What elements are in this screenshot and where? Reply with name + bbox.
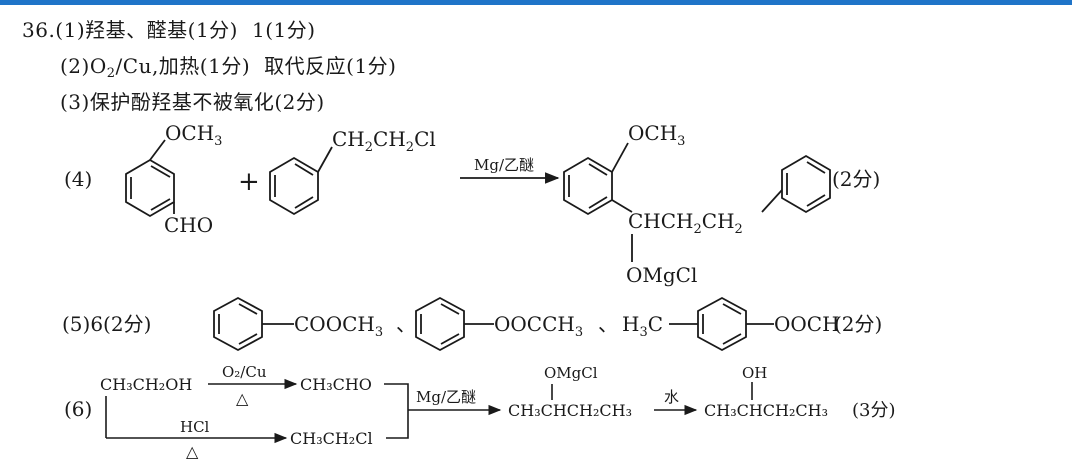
top-accent-bar <box>0 0 1072 5</box>
benzene-ring-reactant-2 <box>269 156 319 216</box>
q6-label: (6) <box>64 397 92 421</box>
q5-sep-1: 、 <box>396 312 416 336</box>
bond-och3 <box>149 139 166 161</box>
q4-score: (2分) <box>832 167 880 191</box>
q4-p-chain: CHCH2CH2 <box>628 209 743 237</box>
answer-line-1: 36.(1)羟基、醛基(1分) 1(1分) <box>22 14 316 43</box>
q6-delta-2: △ <box>186 442 199 461</box>
bond-product-phenyl <box>761 189 783 213</box>
benzene-ring-product-left <box>563 156 613 216</box>
bond-ch2-chain <box>317 146 333 173</box>
q4-label: (4) <box>64 167 92 191</box>
q6-reagent-hcl: HCl <box>180 418 210 436</box>
q3-text: 保护酚羟基不被氧化(2分) <box>89 90 325 114</box>
q6-intermediate: CH₃CHCH₂CH₃ <box>508 401 632 420</box>
q2-a: O <box>89 54 107 78</box>
q4-r1-cho: CHO <box>164 213 213 237</box>
q6-reagent-water: 水 <box>664 388 679 406</box>
benzene-ring-isomer-1 <box>213 296 263 352</box>
q6-acetaldehyde: CH₃CHO <box>300 375 372 394</box>
benzene-ring-product-right <box>781 154 831 214</box>
q4-plus: + <box>238 167 260 197</box>
q5-sep-2: 、 <box>598 312 618 336</box>
q6-oh: OH <box>742 364 767 382</box>
q4-r2-chain: CH2CH2Cl <box>332 127 436 155</box>
q6-omgcl: OMgCl <box>544 364 598 382</box>
q5-label: (5)6(2分) <box>62 312 151 336</box>
answer-line-3: (3)保护酚羟基不被氧化(2分) <box>60 86 325 115</box>
q5-isomer-3-prefix: H3C <box>622 312 663 340</box>
q2-prefix: (2) <box>60 54 90 78</box>
q4-r1-och3: OCH3 <box>165 121 222 149</box>
q5-isomer-3: OOCH <box>774 312 840 336</box>
q5-score: (2分) <box>834 312 882 336</box>
q1-text: 羟基、醛基(1分) <box>85 18 238 42</box>
bond-product-och3 <box>611 142 629 173</box>
q3-prefix: (3) <box>60 90 90 114</box>
q5-isomer-2: OOCCH3 <box>494 312 583 340</box>
q4-reagent: Mg/乙醚 <box>474 156 534 174</box>
q4-p-och3: OCH3 <box>628 121 685 149</box>
q6-chloroethane: CH₃CH₂Cl <box>290 429 373 448</box>
q6-score: (3分) <box>852 400 896 421</box>
benzene-ring-isomer-3 <box>697 296 747 352</box>
q4-p-omgcl: OMgCl <box>626 263 697 287</box>
bond-product-chain <box>611 199 633 213</box>
q2-extra: 取代反应(1分) <box>264 54 397 78</box>
q1-extra: 1(1分) <box>251 18 316 42</box>
q6-reagent-oxidation: O₂/Cu <box>222 363 267 381</box>
q6-delta-1: △ <box>236 389 249 408</box>
q6-reagent-grignard: Mg/乙醚 <box>416 388 476 406</box>
q1-prefix: 36.(1) <box>22 18 86 42</box>
benzene-ring-reactant-1 <box>125 158 175 218</box>
q6-product: CH₃CHCH₂CH₃ <box>704 401 828 420</box>
q2-sub: 2 <box>106 66 116 81</box>
benzene-ring-isomer-2 <box>415 296 465 352</box>
answer-line-2: (2)O2/Cu,加热(1分) 取代反应(1分) <box>60 50 396 81</box>
q5-isomer-1: COOCH3 <box>294 312 383 340</box>
q2-b: /Cu,加热(1分) <box>115 54 251 78</box>
bracket-combine <box>384 383 409 439</box>
q6-ethanol: CH₃CH₂OH <box>100 375 192 394</box>
